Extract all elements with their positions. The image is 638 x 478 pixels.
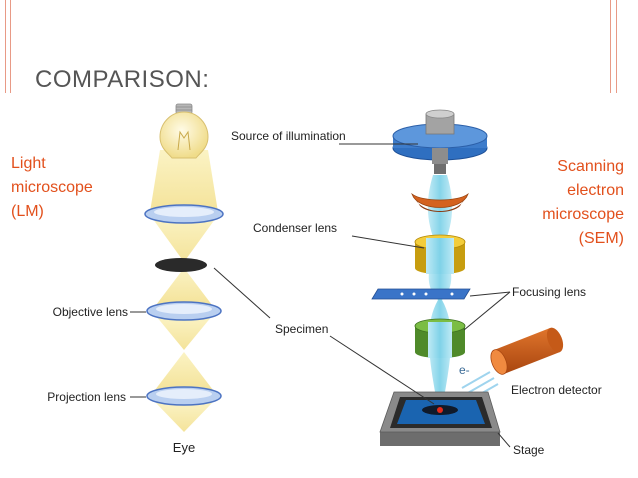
page-title: COMPARISON:	[35, 66, 210, 93]
electron-source-icon	[392, 109, 488, 174]
sem-title-line-3: microscope	[542, 206, 624, 223]
title-band	[0, 0, 638, 93]
stage-label: Stage	[513, 443, 545, 457]
specimen-leader-line-sem	[329, 335, 435, 405]
light-microscope: Objective lens Projection lens Eye Light…	[11, 103, 224, 455]
lm-projection-lens	[146, 386, 222, 406]
electron-signal-2	[465, 377, 495, 395]
left-rule-2	[10, 0, 11, 93]
light-cone-2	[150, 215, 218, 262]
scanning-electron-microscope: Source of illumination Condenser lens Sp…	[213, 109, 624, 457]
lm-title-line-1: Light	[11, 155, 46, 172]
lm-title-line-2: microscope	[11, 179, 93, 196]
light-cone-6	[155, 402, 213, 432]
light-bulb-icon	[159, 103, 209, 159]
source-label: Source of illumination	[231, 129, 346, 143]
condenser-label: Condenser lens	[253, 221, 337, 235]
focusing-lens-label: Focusing lens	[512, 285, 586, 299]
specimen-label: Specimen	[275, 322, 328, 336]
condenser-lens-icon	[414, 234, 466, 274]
focusing-leader-line-1	[469, 291, 511, 297]
sem-title-line-4: (SEM)	[579, 230, 624, 247]
stage-leader-line	[497, 432, 511, 448]
right-rule-1	[610, 0, 611, 93]
objective-lens-label: Objective lens	[53, 305, 128, 319]
sem-title-line-2: electron	[567, 182, 624, 199]
lm-condenser-lens	[144, 204, 224, 224]
focusing-lens-icon	[414, 318, 466, 358]
light-cone-5	[155, 352, 213, 390]
light-cone-3	[156, 268, 212, 305]
sem-stage	[379, 391, 501, 446]
source-lens-icon	[411, 192, 469, 212]
condenser-leader-line	[351, 235, 425, 249]
light-cone-1	[150, 150, 218, 212]
lm-objective-lens	[146, 301, 222, 321]
sem-title-line-1: Scanning	[557, 158, 624, 175]
detector-label: Electron detector	[511, 383, 602, 397]
focusing-leader-line-2	[463, 291, 511, 331]
right-rule-2	[616, 0, 617, 93]
left-rule-1	[5, 0, 6, 93]
electron-detector-icon	[490, 327, 564, 375]
lm-specimen	[155, 258, 207, 272]
microscope-comparison-diagram: Objective lens Projection lens Eye Light…	[11, 103, 624, 457]
specimen-scan-plate	[371, 288, 471, 300]
lm-title-line-3: (LM)	[11, 203, 44, 220]
specimen-leader-line-lm	[213, 267, 271, 319]
electron-signal-1	[461, 371, 491, 389]
electron-label: e-	[459, 363, 470, 377]
eye-label: Eye	[173, 440, 195, 455]
light-cone-4	[156, 316, 212, 350]
projection-lens-label: Projection lens	[47, 390, 126, 404]
